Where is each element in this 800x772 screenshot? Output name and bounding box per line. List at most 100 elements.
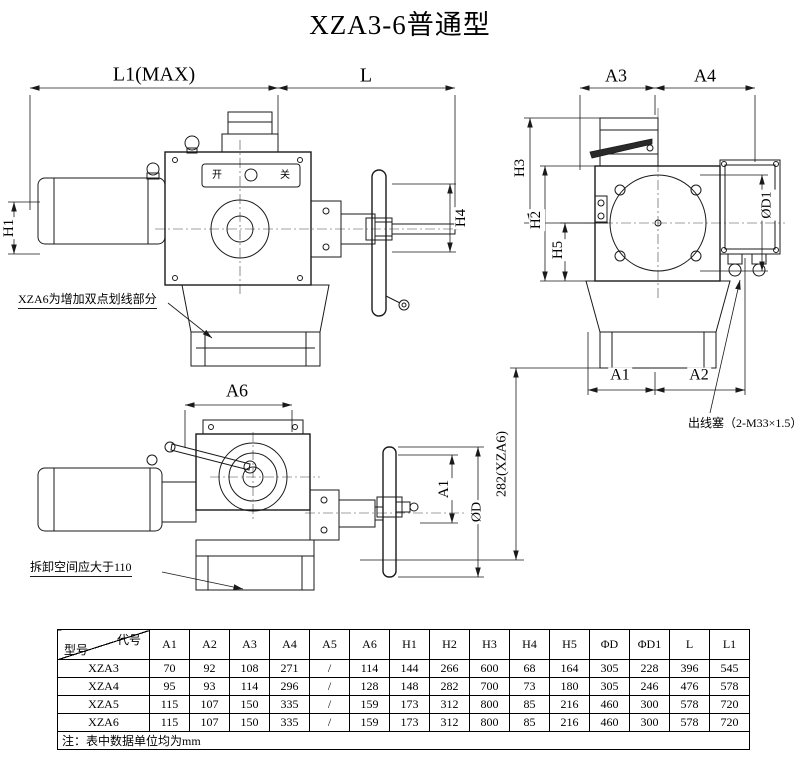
column-header: A6 [349,629,390,660]
dim-label-a3: A3 [603,65,629,86]
dimension-value: 700 [469,677,510,696]
dim-label-a4: A4 [692,65,718,86]
dimension-value: 271 [269,659,310,678]
dimension-value: 85 [509,695,550,714]
corner-label-model: 型号 [64,643,89,657]
column-header: A4 [269,629,310,660]
column-header: H4 [509,629,550,660]
dimension-value: 312 [429,713,470,732]
indicator-close-label: 关 [280,169,290,181]
dimension-value: 800 [469,695,510,714]
dimension-value: 159 [349,695,390,714]
dimension-value: 578 [669,713,710,732]
dimension-value: 93 [189,677,230,696]
dimension-value: 246 [629,677,670,696]
dimension-value: 114 [349,659,390,678]
column-header: L1 [709,629,750,660]
dimension-value: 150 [229,695,270,714]
dimension-value: 70 [149,659,190,678]
dimension-value: 300 [629,695,670,714]
dim-label-h3: H3 [512,156,529,180]
dimension-value: 150 [229,713,270,732]
column-header: H3 [469,629,510,660]
dimension-value: 720 [709,695,750,714]
model-name: XZA6 [57,713,150,732]
dimension-value: 159 [349,713,390,732]
dimension-value: 85 [509,713,550,732]
dim-label-h4: H4 [453,206,470,230]
dim-label-a2: A2 [687,366,711,385]
dimension-value: 266 [429,659,470,678]
dimension-value: 114 [229,677,270,696]
corner-label-code: 代号 [116,633,141,647]
dimension-value: 107 [189,713,230,732]
xza6-phantom-line-note: XZA6为增加双点划线部分 [18,290,157,309]
dimension-value: 335 [269,713,310,732]
dimension-value: 115 [149,713,190,732]
dimension-value: 335 [269,695,310,714]
dimension-value: 107 [189,695,230,714]
dimension-value: 115 [149,695,190,714]
dim-label-a1-side: A1 [608,366,632,385]
column-header: A1 [149,629,190,660]
dimension-value: 460 [589,713,630,732]
dimension-value: / [309,695,350,714]
page-title: XZA3-6普通型 [309,10,491,40]
dimension-value: 305 [589,659,630,678]
column-header: H2 [429,629,470,660]
dimension-value: 460 [589,695,630,714]
dimension-value: 216 [549,713,590,732]
dimension-value: 800 [469,713,510,732]
front-view-drawing [8,85,462,367]
dim-label-l: L [357,64,375,87]
dimension-value: 144 [389,659,430,678]
column-header: A3 [229,629,270,660]
model-name: XZA5 [57,695,150,714]
dimension-value: 720 [709,713,750,732]
indicator-open-label: 开 [212,169,222,181]
dimension-value: 578 [709,677,750,696]
dim-label-d1: ØD1 [759,189,776,221]
dim-label-a6: A6 [224,380,250,401]
dim-label-l1: L1(MAX) [110,63,198,86]
dimension-value: 164 [549,659,590,678]
table-corner-cell: 代号 型号 [57,629,150,660]
dimension-value: 312 [429,695,470,714]
column-header: A2 [189,629,230,660]
dimension-value: 396 [669,659,710,678]
column-header: L [669,629,710,660]
model-name: XZA3 [57,659,150,678]
column-header: A5 [309,629,350,660]
dimension-value: 228 [629,659,670,678]
dim-label-h5: H5 [550,238,567,262]
dim-label-282: 282(XZA6) [494,428,511,500]
dimension-value: 545 [709,659,750,678]
side-view-drawing [360,85,785,561]
disassembly-space-note: 拆卸空间应大于110 [30,558,132,577]
dim-label-h2: H2 [528,208,545,232]
dimension-value: 108 [229,659,270,678]
dimension-value: 300 [629,713,670,732]
dimension-value: 148 [389,677,430,696]
dimension-value: 92 [189,659,230,678]
dimension-value: 600 [469,659,510,678]
dimension-value: 173 [389,695,430,714]
dimension-value: 68 [509,659,550,678]
dimension-value: / [309,659,350,678]
table-note-row: 注：表中数据单位均为mm [57,731,750,750]
dimension-value: / [309,713,350,732]
dimension-value: 578 [669,695,710,714]
dimension-value: 296 [269,677,310,696]
column-header: H1 [389,629,430,660]
dimension-value: 180 [549,677,590,696]
dim-label-d: ØD [469,499,486,525]
dimension-value: 476 [669,677,710,696]
dim-label-a1-wheel: A1 [436,477,453,501]
